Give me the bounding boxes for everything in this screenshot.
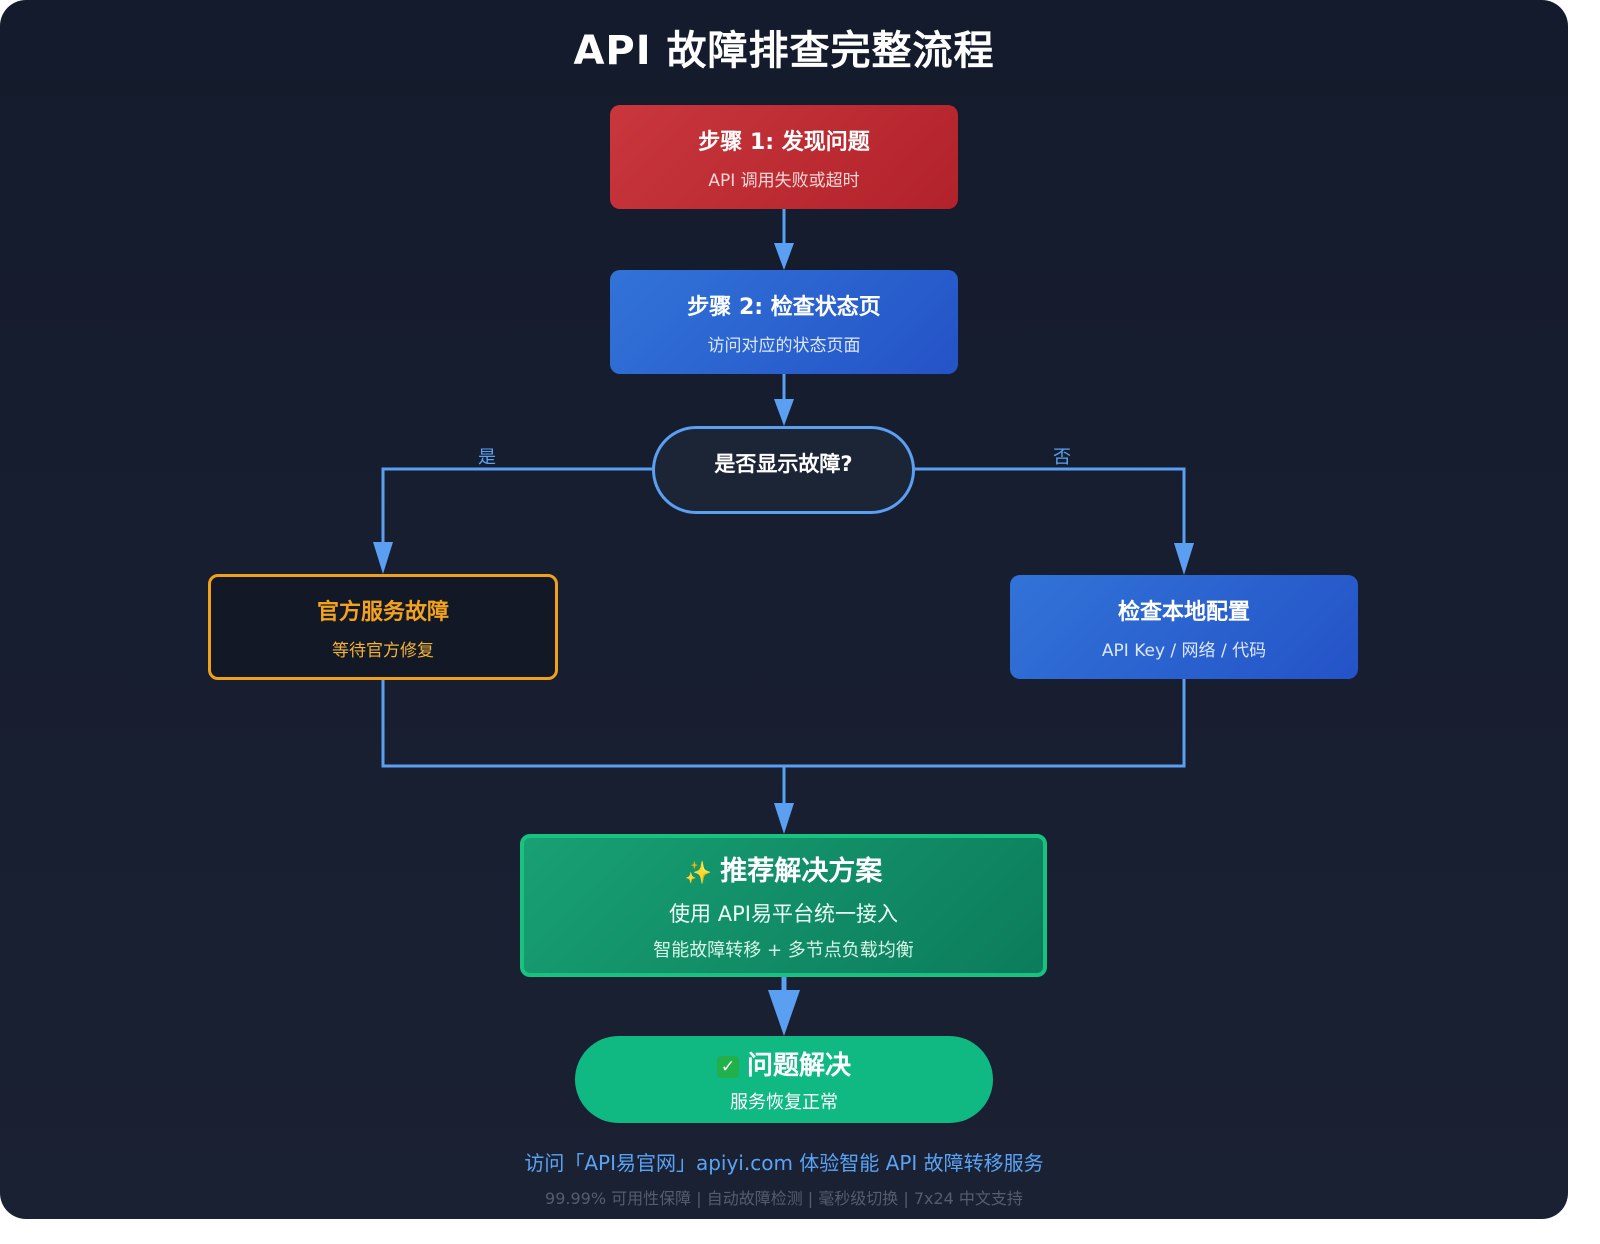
connectors	[373, 209, 1194, 1036]
solution-subtitle: 使用 API易平台统一接入	[669, 902, 898, 926]
connector-decision-no	[915, 467, 1186, 547]
footer-link-text: 访问「API易官网」apiyi.com 体验智能 API 故障转移服务	[524, 1151, 1044, 1175]
check-mark-icon: ✓	[716, 1056, 739, 1078]
resolved-title: 问题解决	[746, 1051, 851, 1081]
local-config-title: 检查本地配置	[1117, 599, 1250, 625]
decision-node: 是否显示故障?	[652, 426, 915, 514]
solution-node: ✨ 推荐解决方案 使用 API易平台统一接入 智能故障转移 + 多节点负载均衡	[520, 834, 1047, 977]
flowchart-canvas: API 故障排查完整流程 是 否	[0, 0, 1568, 1219]
decision-title: 是否显示故障?	[714, 452, 853, 476]
step2-title: 步骤 2: 检查状态页	[687, 294, 881, 320]
branch-label-no: 否	[1053, 447, 1071, 468]
connector-merge	[381, 679, 1186, 768]
step2-subtitle: 访问对应的状态页面	[707, 335, 861, 356]
local-config-subtitle: API Key / 网络 / 代码	[1101, 640, 1267, 661]
branch-label-yes: 是	[478, 447, 496, 468]
connector-decision-yes	[381, 467, 652, 546]
solution-title-row: ✨ 推荐解决方案	[685, 849, 882, 888]
arrowhead	[774, 399, 794, 426]
resolved-subtitle: 服务恢复正常	[730, 1092, 838, 1113]
arrowhead	[774, 803, 794, 834]
step1-subtitle: API 调用失败或超时	[708, 170, 860, 191]
arrowhead	[768, 990, 800, 1036]
arrowhead	[774, 243, 794, 270]
local-config-node: 检查本地配置 API Key / 网络 / 代码	[1010, 575, 1358, 679]
arrowhead	[1174, 543, 1194, 575]
official-outage-subtitle: 等待官方修复	[332, 640, 434, 661]
resolved-title-row: ✓ 问题解决	[716, 1045, 851, 1082]
solution-title: 推荐解决方案	[720, 856, 883, 887]
footer-features: 99.99% 可用性保障 | 自动故障检测 | 毫秒级切换 | 7x24 中文支…	[545, 1189, 1023, 1208]
official-outage-title: 官方服务故障	[316, 599, 449, 625]
step1-node: 步骤 1: 发现问题 API 调用失败或超时	[610, 105, 958, 209]
resolved-node: ✓ 问题解决 服务恢复正常	[575, 1036, 993, 1123]
solution-detail: 智能故障转移 + 多节点负载均衡	[653, 940, 914, 961]
sparkles-icon: ✨	[684, 861, 713, 886]
step2-node: 步骤 2: 检查状态页 访问对应的状态页面	[610, 270, 958, 374]
step1-title: 步骤 1: 发现问题	[698, 129, 870, 155]
diagram-title: API 故障排查完整流程	[573, 28, 995, 74]
arrowhead	[373, 542, 393, 574]
official-outage-node: 官方服务故障 等待官方修复	[208, 574, 558, 680]
